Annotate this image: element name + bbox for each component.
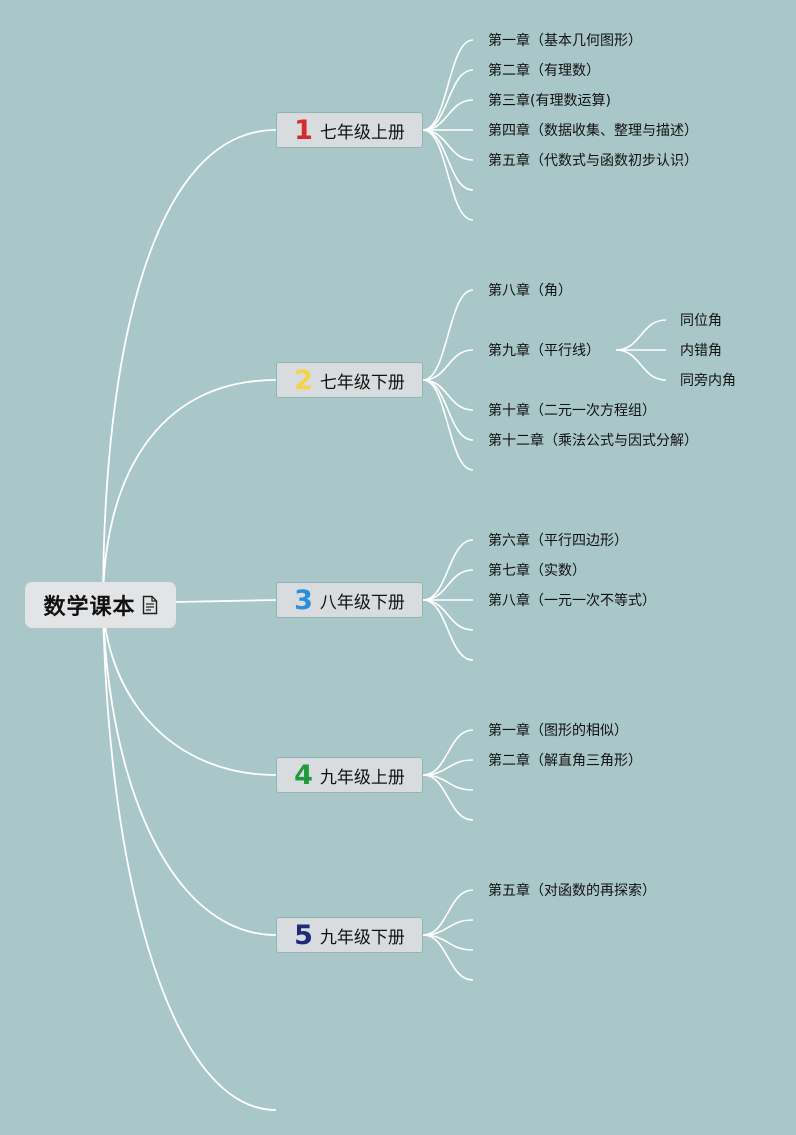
link-grade-2-chapter-2: [422, 349, 474, 381]
grade-node-2[interactable]: 2 七年级下册: [276, 362, 423, 398]
chapter-label[interactable]: 第八章（角）: [488, 283, 572, 299]
link-grade-3-chapter-4: [422, 599, 474, 631]
link-grade-5-chapter-4: [422, 934, 474, 981]
link-grade-1-chapter-1: [422, 39, 474, 131]
link-grade-4-chapter-1: [422, 729, 474, 776]
grade-node-5[interactable]: 5 九年级下册: [276, 917, 423, 953]
link-grade-3-chapter-5: [422, 599, 474, 661]
link-grade-2-chapter-1: [422, 289, 474, 381]
chapter-label[interactable]: 第四章（数据收集、整理与描述）: [488, 123, 698, 139]
link-root-grade-4: [102, 604, 277, 776]
chapter-label[interactable]: 第九章（平行线）: [488, 343, 600, 359]
grade-number: 4: [294, 759, 313, 791]
chapter-label[interactable]: 第五章（代数式与函数初步认识）: [488, 153, 698, 169]
link-grade-2-chapter-3: [422, 379, 474, 411]
root-label: 数学课本: [43, 595, 136, 620]
subtopic-label[interactable]: 同位角: [680, 313, 722, 329]
link-grade-4-chapter-4: [422, 774, 474, 821]
chapter-label[interactable]: 第一章（图形的相似）: [488, 723, 628, 739]
grade-node-4[interactable]: 4 九年级上册: [276, 757, 423, 793]
link-root-grade-1: [102, 129, 277, 606]
root-node[interactable]: 数学课本: [25, 582, 176, 628]
link-subtopic-3: [615, 349, 667, 381]
link-root-grade-2: [102, 379, 277, 606]
chapter-label[interactable]: 第二章（解直角三角形）: [488, 753, 642, 769]
chapter-label[interactable]: 第六章（平行四边形）: [488, 533, 628, 549]
subtopic-label[interactable]: 内错角: [680, 343, 722, 359]
link-grade-1-chapter-7: [422, 129, 474, 221]
chapter-label[interactable]: 第八章（一元一次不等式）: [488, 593, 656, 609]
grade-number: 1: [294, 114, 313, 146]
link-grade-1-chapter-2: [422, 69, 474, 131]
link-grade-1-chapter-5: [422, 129, 474, 161]
link-grade-3-chapter-1: [422, 539, 474, 601]
grade-node-1[interactable]: 1 七年级上册: [276, 112, 423, 148]
subtopic-label[interactable]: 同旁内角: [680, 373, 736, 389]
chapter-label[interactable]: 第二章（有理数）: [488, 63, 600, 79]
link-subtopic-1: [615, 319, 667, 351]
document-icon: [142, 595, 157, 615]
link-grade-1-chapter-6: [422, 129, 474, 191]
link-grade-2-chapter-4: [422, 379, 474, 441]
grade-label: 八年级下册: [319, 592, 405, 613]
link-root-grade-3: [175, 599, 277, 603]
link-grade-1-chapter-3: [422, 99, 474, 131]
grade-node-3[interactable]: 3 八年级下册: [276, 582, 423, 618]
link-root-extra: [102, 604, 277, 1111]
grade-label: 七年级下册: [319, 372, 405, 393]
link-grade-5-chapter-1: [422, 889, 474, 936]
grade-label: 九年级上册: [319, 767, 405, 788]
chapter-label[interactable]: 第五章（对函数的再探索）: [488, 883, 656, 899]
chapter-label[interactable]: 第三章(有理数运算): [488, 93, 611, 109]
grade-number: 2: [294, 364, 313, 396]
grade-label: 七年级上册: [319, 122, 405, 143]
grade-number: 3: [294, 584, 313, 616]
chapter-label[interactable]: 第十二章（乘法公式与因式分解）: [488, 433, 698, 449]
link-root-grade-5: [102, 604, 277, 936]
grade-number: 5: [294, 919, 313, 951]
grade-label: 九年级下册: [319, 927, 405, 948]
chapter-label[interactable]: 第一章（基本几何图形）: [488, 33, 642, 49]
chapter-label[interactable]: 第七章（实数）: [488, 563, 586, 579]
link-grade-3-chapter-2: [422, 569, 474, 601]
link-grade-2-chapter-5: [422, 379, 474, 471]
chapter-label[interactable]: 第十章（二元一次方程组）: [488, 403, 656, 419]
